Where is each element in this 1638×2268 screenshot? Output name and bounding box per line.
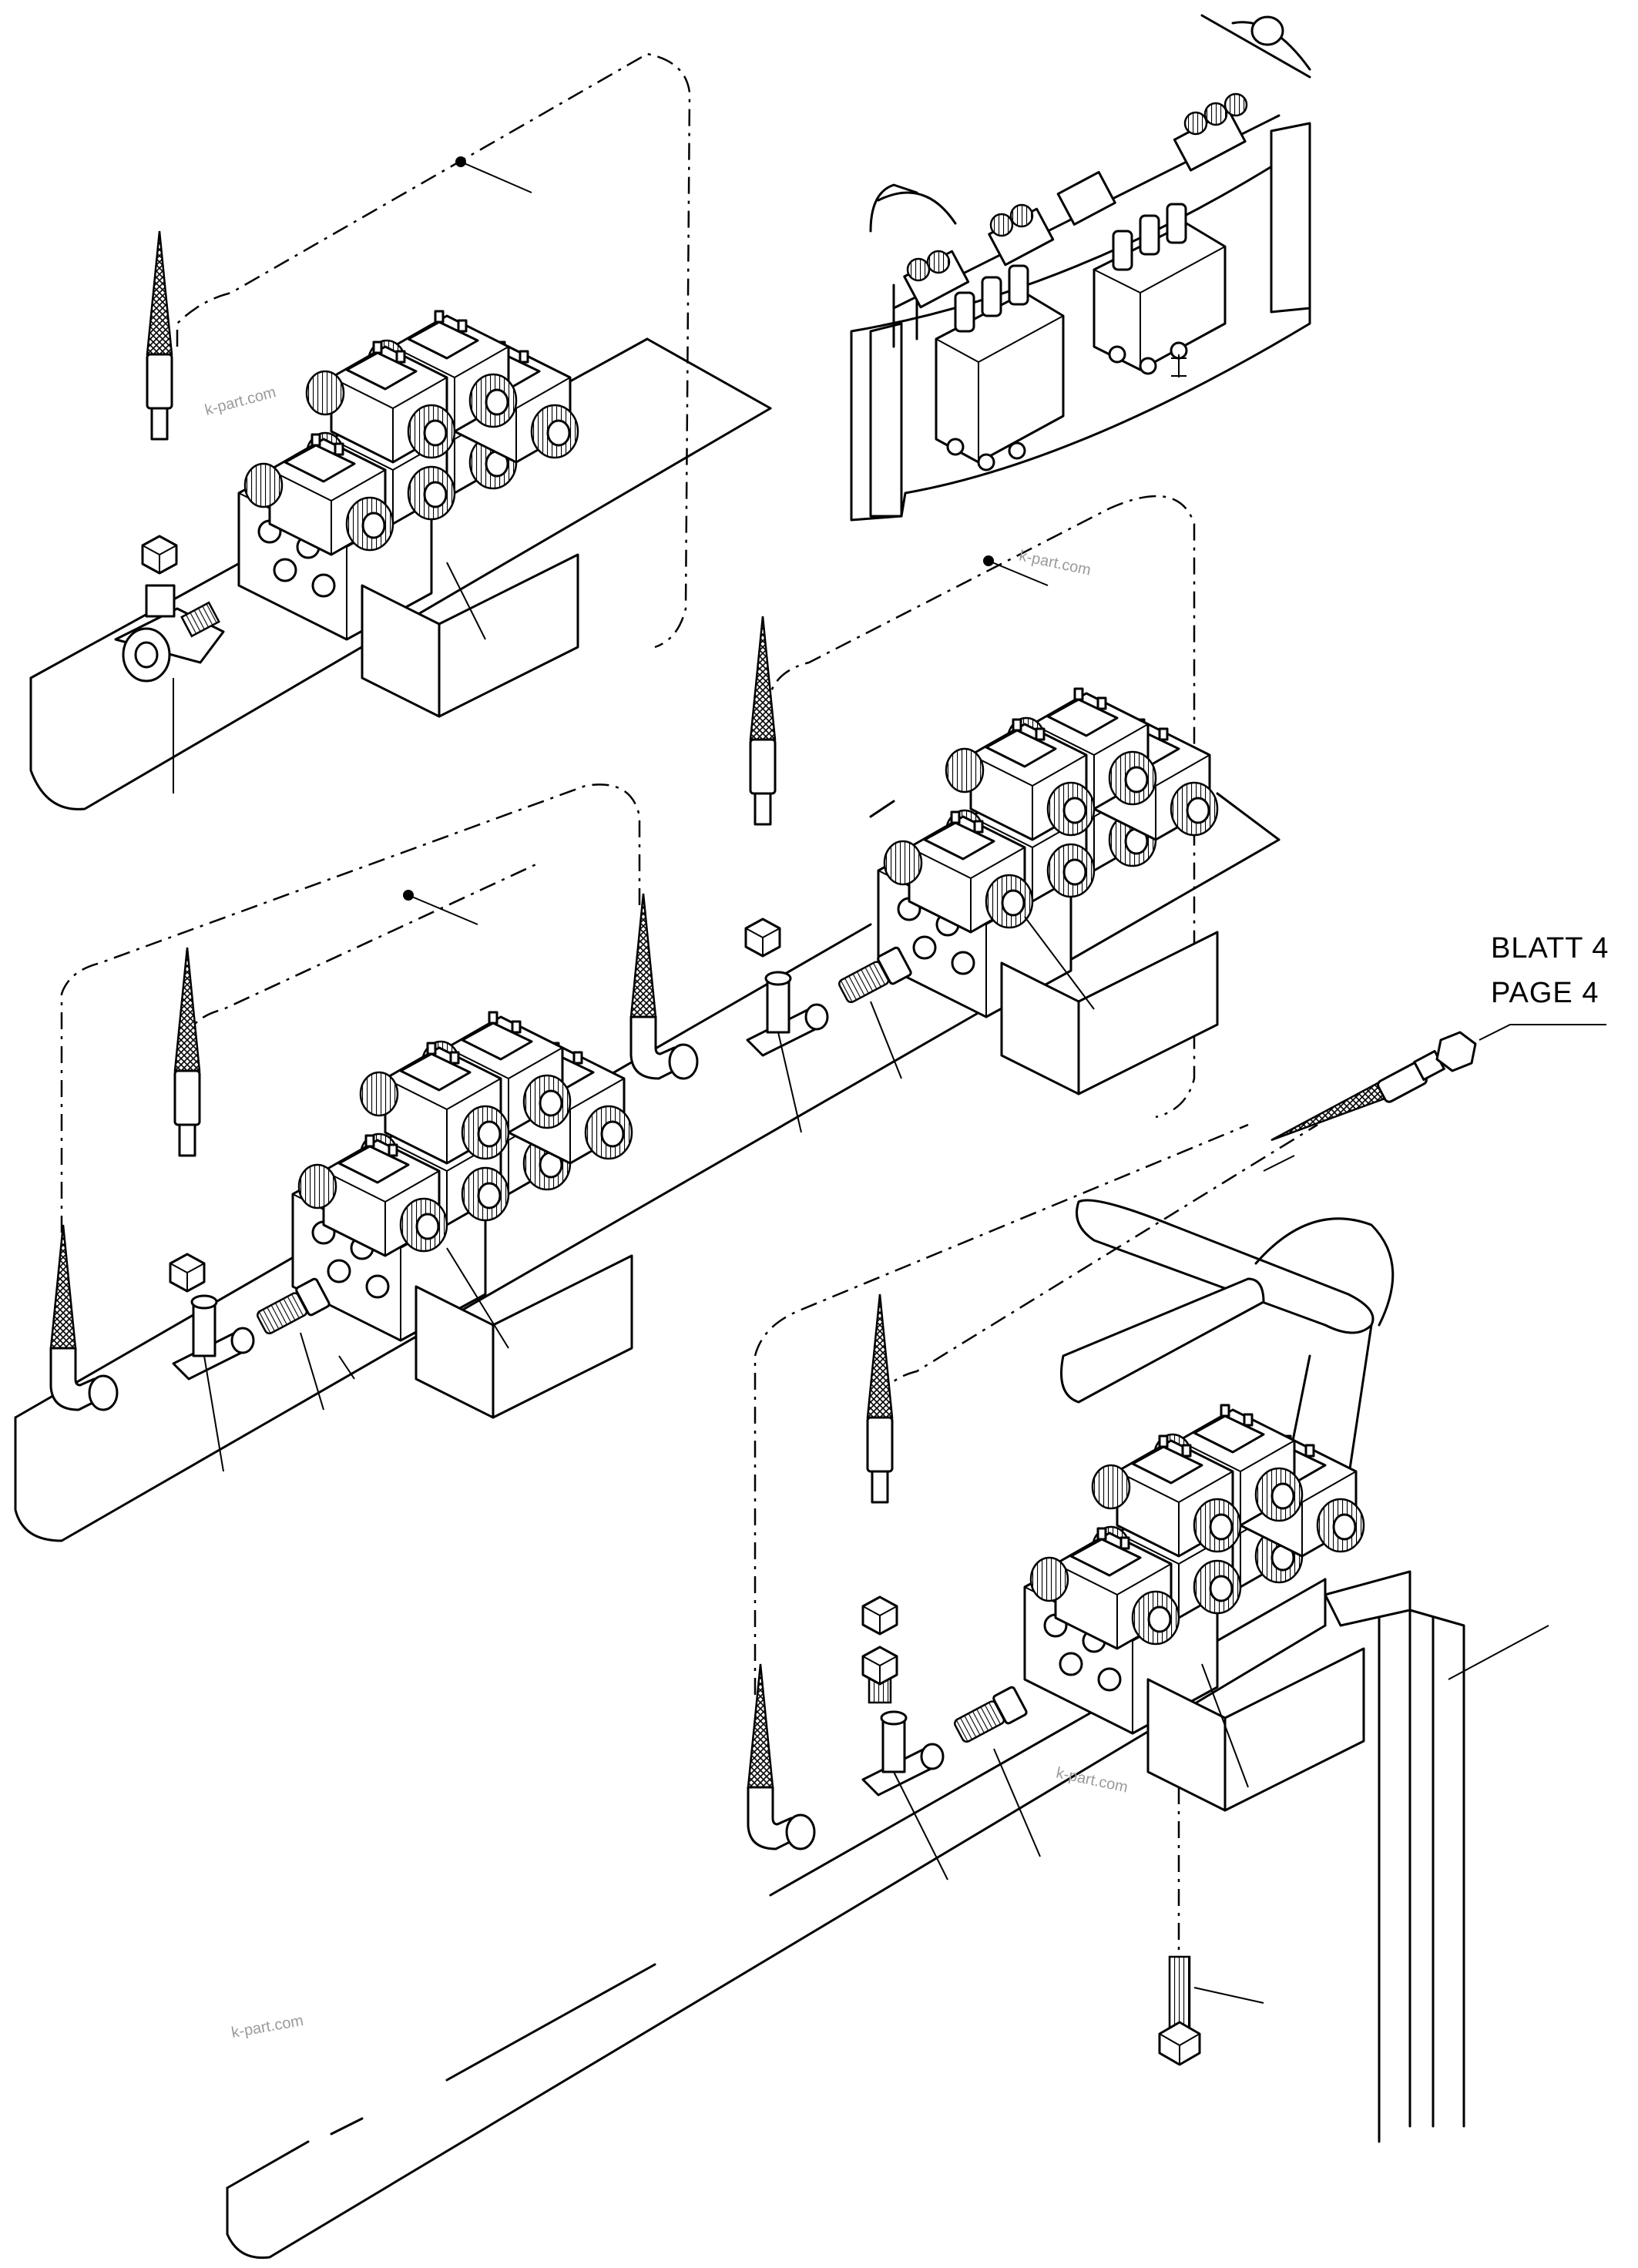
reference-hose bbox=[1263, 1024, 1606, 1172]
assembly-top-left bbox=[29, 52, 772, 810]
reference-page-line1: BLATT 4 bbox=[1491, 932, 1609, 965]
assembly-overview-frame bbox=[850, 14, 1311, 522]
assembly-bottom-right bbox=[226, 1024, 1606, 2260]
mounting-bolt bbox=[1158, 1955, 1264, 2066]
assembly-middle bbox=[14, 495, 1281, 1542]
reference-page-line2: PAGE 4 bbox=[1491, 977, 1599, 1009]
